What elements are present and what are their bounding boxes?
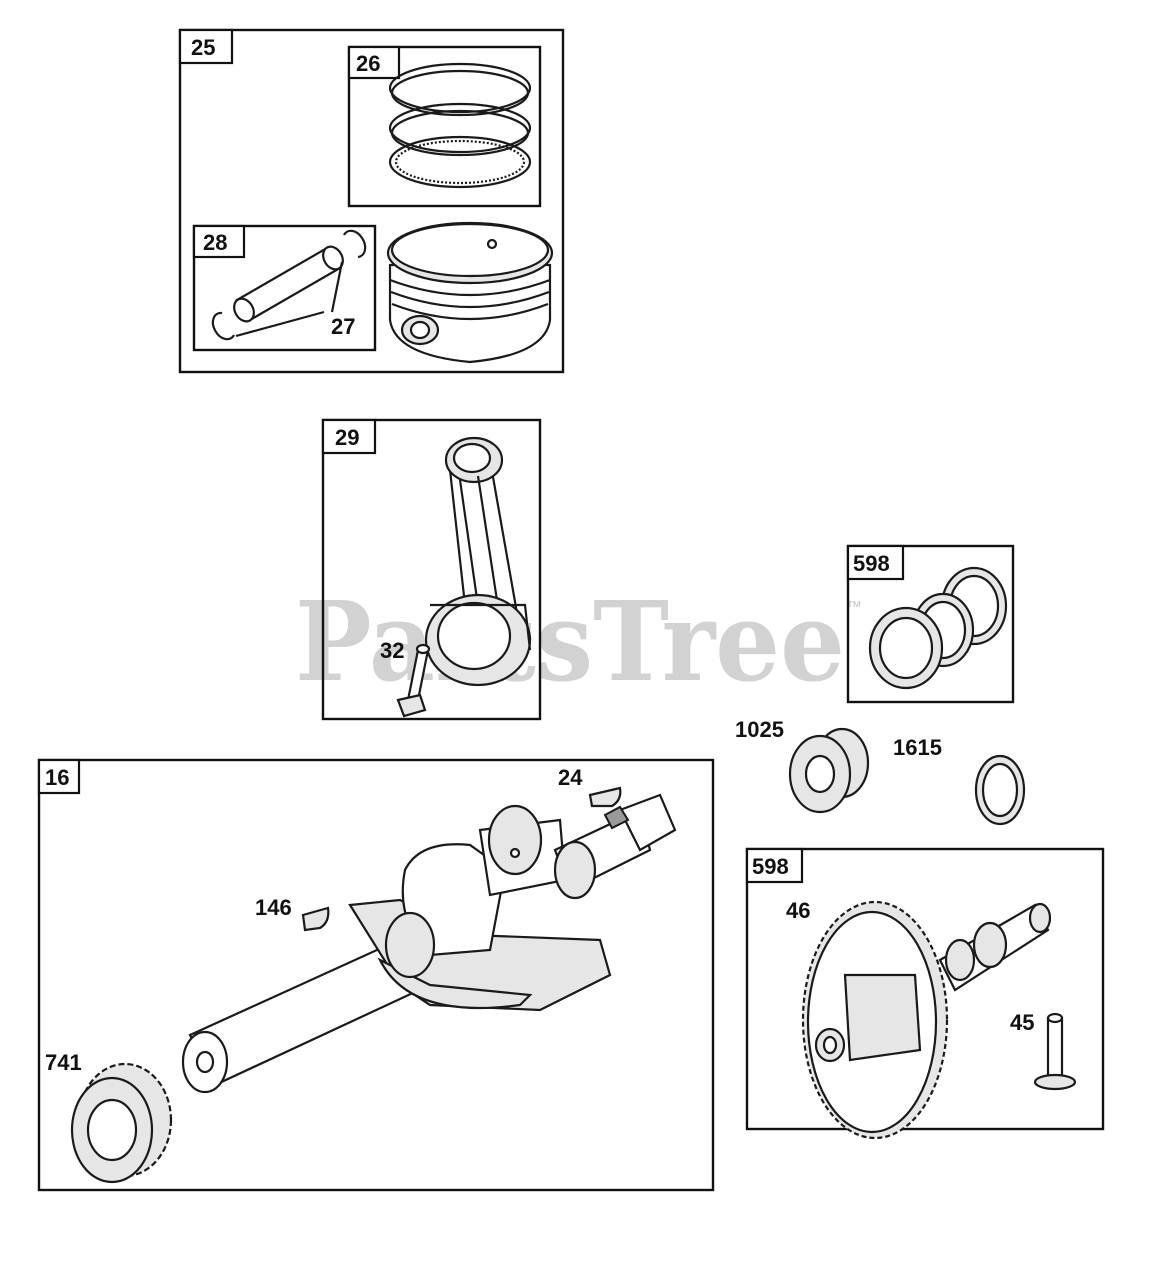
connecting-rod-drawing [424,436,532,687]
piston-pin-drawing [211,229,367,341]
seal-stack-drawing [868,566,1008,690]
callout-45: 45 [1010,1010,1034,1035]
part-1025-drawing [788,727,870,814]
part-1615-drawing [974,754,1026,826]
part-146-key [301,906,330,932]
watermark: PartsTree ™ [295,577,862,706]
callout-146: 146 [255,895,292,920]
box-25-piston-assembly[interactable]: 25 [178,28,565,374]
callout-1025: 1025 [735,717,784,742]
callout-24: 24 [558,765,583,790]
watermark-text: PartsTree [295,577,845,706]
callout-741: 741 [45,1050,82,1075]
callout-32: 32 [380,638,404,663]
box-16-crankshaft[interactable]: 16 24 146 [37,758,715,1192]
ring-set-drawing [388,62,532,189]
crankshaft-drawing [181,793,677,1094]
part-741-gear [70,1062,173,1184]
box-28-piston-pin[interactable]: 28 27 [192,224,377,352]
box-598-bottom-label: 598 [752,854,789,879]
callout-27: 27 [331,314,355,339]
box-16-label: 16 [45,765,69,790]
part-24-key [588,786,622,808]
watermark-trademark: ™ [846,599,862,616]
box-29-label: 29 [335,425,359,450]
rod-bolt-drawing [396,643,431,718]
camshaft-drawing [801,900,1052,1140]
callout-46: 46 [786,898,810,923]
part-45-tappet [1033,1012,1077,1091]
box-598-top-label: 598 [853,551,890,576]
box-598-top-seals[interactable]: 598 [846,544,1015,704]
box-28-label: 28 [203,230,227,255]
box-26-label: 26 [356,51,380,76]
box-29-connecting-rod[interactable]: 29 32 [321,418,542,721]
callout-1615: 1615 [893,735,942,760]
piston-drawing [386,221,554,364]
box-25-label: 25 [191,35,215,60]
box-26-piston-rings[interactable]: 26 [347,45,542,208]
box-598-bottom-camshaft[interactable]: 598 46 45 [745,847,1105,1140]
